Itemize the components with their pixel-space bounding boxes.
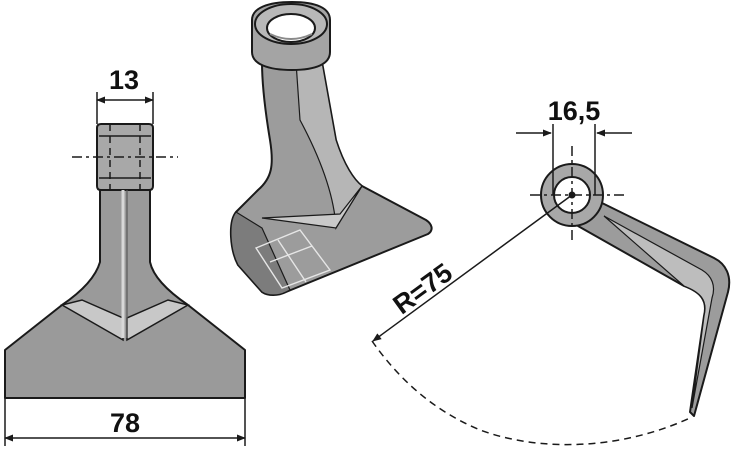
dimension-label-swing-radius: R=75 (387, 257, 457, 320)
dimension-label-shaft-width: 13 (109, 65, 139, 95)
dimension-label-blade-width: 78 (110, 408, 140, 438)
dimension-bore-diameter: 16,5 (516, 96, 632, 195)
front-view (4, 123, 246, 399)
perspective-view-hatch (254, 229, 332, 289)
side-view (530, 146, 731, 417)
dimension-blade-width: 78 (4, 398, 246, 446)
swing-radius-arc (371, 340, 691, 446)
perspective-view (230, 1, 433, 296)
front-view-blade (4, 185, 246, 399)
dimension-shaft-width: 13 (96, 65, 154, 124)
front-view-bushing (96, 123, 154, 191)
dimension-label-bore-diameter: 16,5 (548, 96, 601, 126)
